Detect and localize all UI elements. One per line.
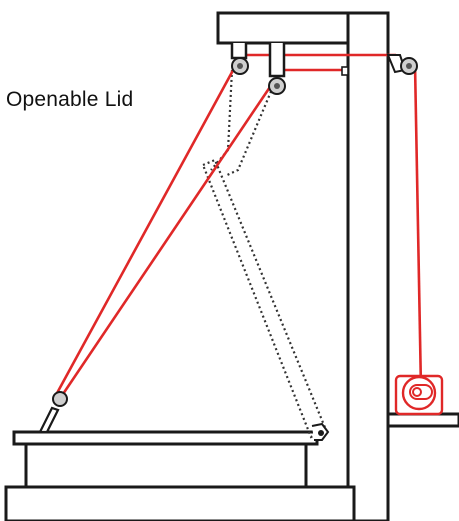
hook-arm [38,406,60,434]
cable-anchor [341,66,349,76]
winch [394,374,444,416]
pulley-column-hub [406,63,412,69]
diagram-label: Openable Lid [6,88,134,111]
side-shelf [386,412,459,428]
pulley-bracket-left [230,43,248,60]
lid-cable-dotted-left [210,69,234,171]
lid-open-position-outline [201,69,328,439]
pulley-bracket-right [268,43,286,78]
cable-descending [413,63,423,391]
base-platform [4,485,356,521]
hinge-pin [318,430,324,436]
pulley-right-hub [274,83,280,89]
lid-hinge [311,422,330,441]
pulleys [230,43,418,95]
cable-front [54,62,239,396]
vertical-column [346,11,390,521]
lid-closed [12,430,319,446]
container-body [24,441,308,489]
cable-back [59,83,274,398]
winch-hub [412,387,422,397]
lid-cable-dotted-right [224,81,277,177]
lid-hook [38,391,68,434]
hook-pulley-icon [52,391,68,407]
lid-outline [201,158,328,439]
structure [4,11,459,521]
pulley-left-hub [237,63,243,69]
